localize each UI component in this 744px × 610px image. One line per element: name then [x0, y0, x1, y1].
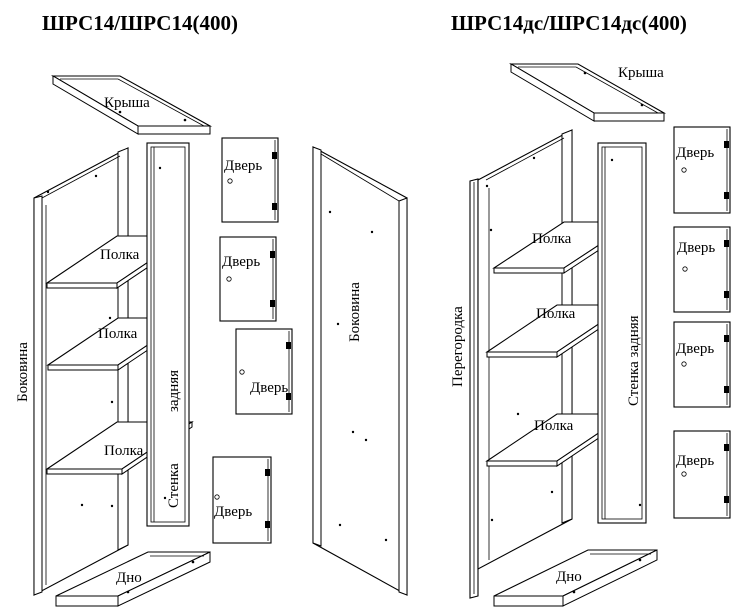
left-roof: Крыша: [50, 75, 213, 135]
right-door-2-label: Дверь: [677, 240, 715, 256]
right-shelf-2-label: Полка: [536, 306, 576, 322]
right-cabinet: Крыша Перегородка Полка: [450, 63, 731, 607]
left-back-label-top: задняя: [166, 370, 182, 412]
left-door-3: Дверь: [235, 328, 293, 415]
left-shelf-1-label: Полка: [100, 247, 140, 263]
left-back-label-bottom: Стенка: [166, 463, 182, 508]
right-side-panel: Боковина: [312, 146, 408, 596]
left-shelf-3-label: Полка: [104, 443, 144, 459]
right-door-1: Дверь: [673, 126, 731, 214]
right-door-4: Дверь: [673, 430, 731, 519]
right-door-4-label: Дверь: [676, 453, 714, 469]
left-bottom-label: Дно: [116, 570, 142, 586]
left-cabinet: Крыша Боковина Полка Полка: [15, 75, 408, 607]
left-roof-label: Крыша: [104, 95, 150, 111]
right-shelf-1-label: Полка: [532, 231, 572, 247]
left-door-2: Дверь: [219, 236, 277, 322]
right-bottom: Дно: [493, 549, 658, 607]
left-shelf-2-label: Полка: [98, 326, 138, 342]
right-partition: Перегородка: [450, 178, 479, 599]
left-door-3-label: Дверь: [250, 380, 288, 396]
right-partition-label: Перегородка: [450, 306, 466, 387]
left-door-4-label: Дверь: [214, 504, 252, 520]
right-door-3-label: Дверь: [676, 341, 714, 357]
left-door-2-label: Дверь: [222, 254, 260, 270]
left-bottom: Дно: [55, 551, 211, 607]
right-shelf-3: Полка: [485, 413, 629, 467]
right-bottom-label: Дно: [556, 569, 582, 585]
right-roof-label: Крыша: [618, 65, 664, 81]
right-shelf-3-label: Полка: [534, 418, 574, 434]
left-door-1: Дверь: [221, 137, 279, 223]
right-back-wall: Стенка задняя: [597, 142, 647, 524]
left-title: ШРС14/ШРС14(400): [42, 11, 238, 35]
right-door-3: Дверь: [673, 321, 731, 408]
left-door-1-label: Дверь: [224, 158, 262, 174]
right-door-2: Дверь: [673, 226, 731, 313]
right-roof: Крыша: [508, 63, 667, 122]
left-side-panel: Боковина: [15, 147, 129, 596]
right-door-1-label: Дверь: [676, 145, 714, 161]
right-title: ШРС14дс/ШРС14дс(400): [451, 11, 687, 35]
left-side-label: Боковина: [15, 342, 31, 402]
right-back-label: Стенка задняя: [626, 315, 642, 406]
left-door-4: Дверь: [212, 456, 272, 544]
left-back-wall: задняя Стенка: [146, 142, 190, 527]
right-side-label: Боковина: [347, 282, 363, 342]
